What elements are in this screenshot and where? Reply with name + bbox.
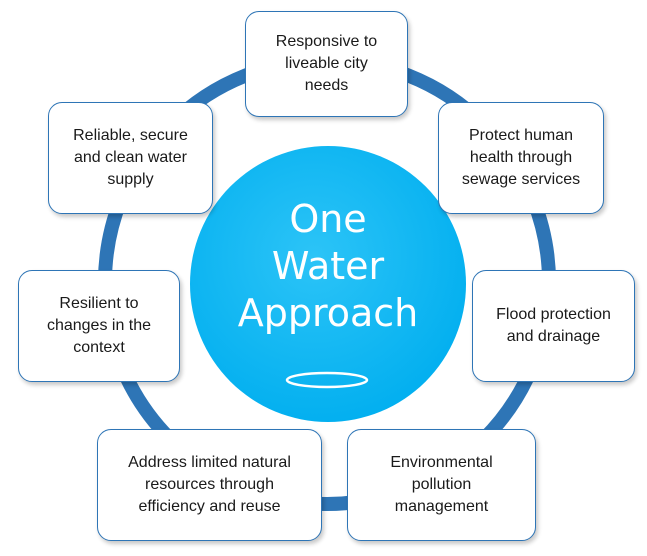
node-label: Reliable, secure and clean water supply <box>73 127 188 188</box>
node-label: Responsive to liveable city needs <box>275 33 378 94</box>
node-liveable-city: Responsive to liveable city needs <box>245 11 408 117</box>
node-label: Environmental pollution management <box>390 454 493 515</box>
center-circle <box>190 146 466 422</box>
node-flood-protection: Flood protection and drainage <box>472 270 635 382</box>
node-water-supply: Reliable, secure and clean water supply <box>48 102 213 214</box>
node-label: Protect human health through sewage serv… <box>461 127 581 188</box>
node-resilient: Resilient to changes in the context <box>18 270 180 382</box>
node-environmental-pollution: Environmental pollution management <box>347 429 536 541</box>
node-label: Resilient to changes in the context <box>46 295 152 356</box>
node-label: Address limited natural resources throug… <box>128 454 291 515</box>
center-title: One Water Approach <box>237 197 419 335</box>
node-limited-resources: Address limited natural resources throug… <box>97 429 322 541</box>
node-label: Flood protection and drainage <box>496 306 611 345</box>
node-human-health: Protect human health through sewage serv… <box>438 102 604 214</box>
center-ellipse-decoration <box>285 371 369 389</box>
